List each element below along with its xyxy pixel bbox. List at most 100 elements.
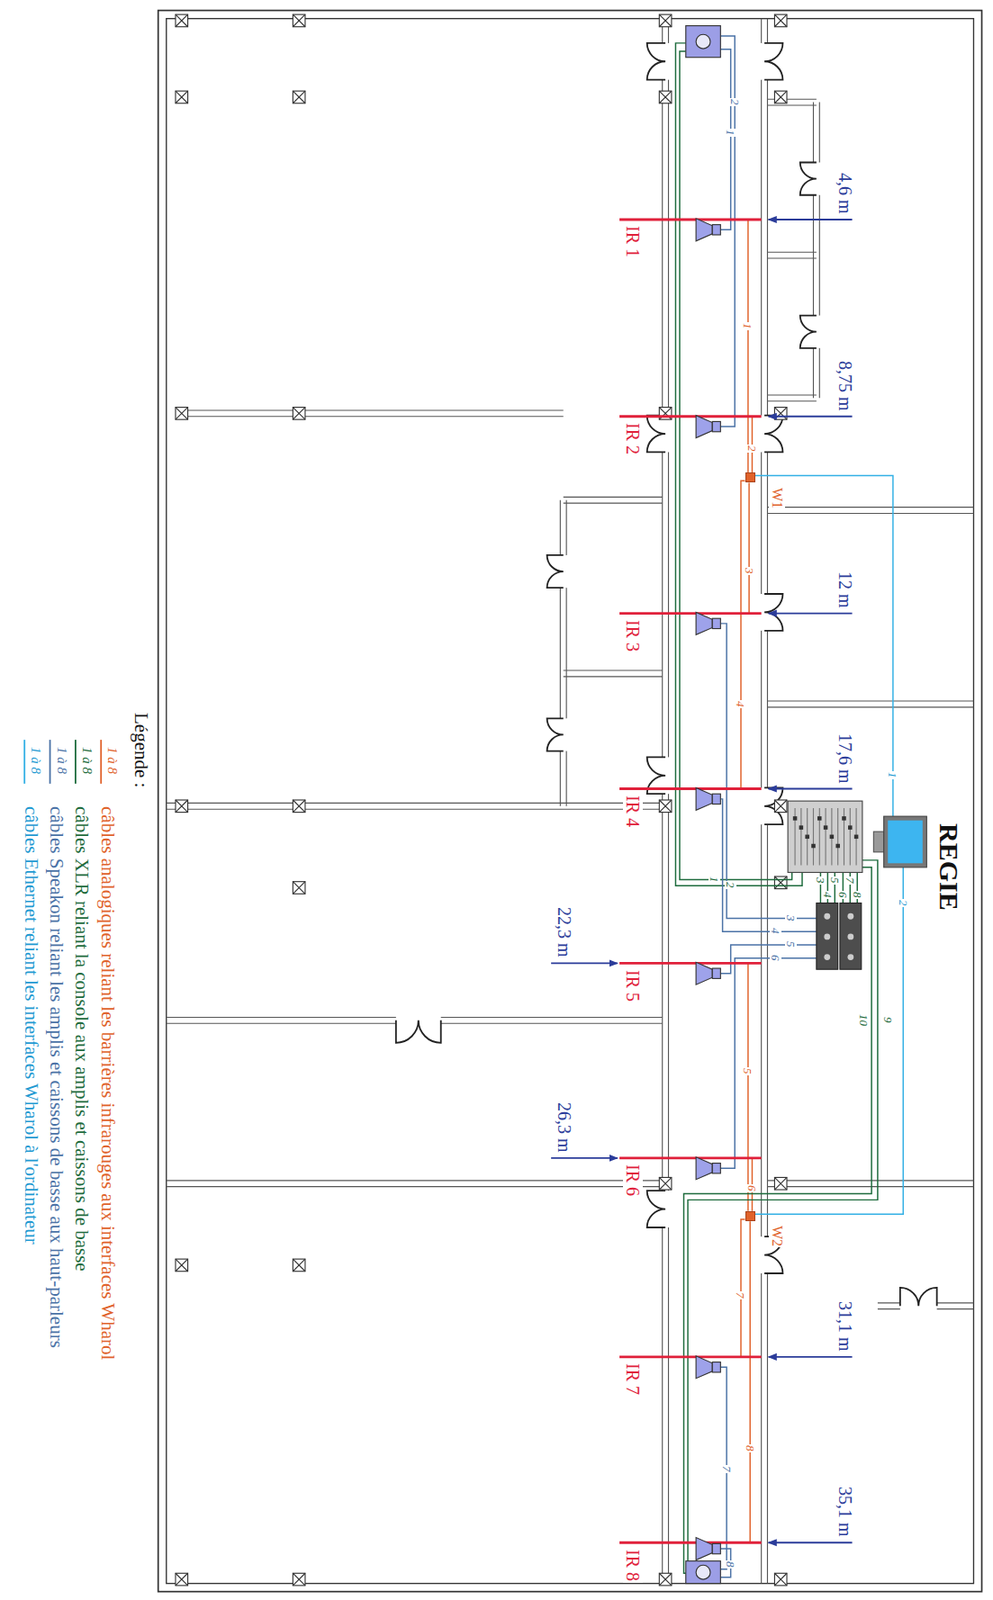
monitor-screen [887, 821, 923, 865]
pillar-cross [658, 1573, 672, 1587]
speaker-symbol [695, 962, 721, 985]
pillar [774, 1177, 787, 1191]
wall-line [166, 1186, 663, 1188]
cable [687, 860, 878, 1562]
door [800, 315, 822, 349]
cable-number: 1 [886, 771, 899, 780]
cable-number: 8 [851, 891, 864, 900]
legend-text: câbles Speakon reliant les amplis et cai… [45, 806, 67, 1349]
cable-number: 5 [829, 876, 841, 885]
door [758, 43, 783, 81]
pillar-box [774, 1573, 787, 1587]
fader-knob [835, 844, 840, 849]
distance-label: 22,3 m [554, 907, 575, 958]
pillar-box [774, 800, 787, 813]
subwoofer-cone [695, 34, 711, 49]
cable-number: 4 [821, 891, 834, 900]
cable-number: 7 [721, 1465, 733, 1474]
legend-sample-text: 1 à 8 [28, 747, 45, 775]
door-leaf [547, 718, 564, 751]
computer-stand [873, 831, 884, 853]
console-fader [837, 808, 839, 866]
pillar-cross [774, 1573, 787, 1587]
distance-arrow [768, 1542, 853, 1544]
pillar-cross [175, 14, 189, 28]
speaker-driver [712, 1164, 721, 1174]
fader-knob [817, 816, 822, 822]
door-leaf [647, 415, 666, 453]
pillar [658, 800, 672, 813]
pillar-box [774, 876, 787, 890]
pillar-cross [292, 800, 306, 813]
pillar-cross [774, 90, 787, 104]
distance-arrow [768, 1356, 853, 1359]
door-leaf [396, 1020, 442, 1044]
pillar-box [658, 800, 672, 813]
console-fader [812, 808, 814, 866]
pillar-box [175, 90, 189, 104]
console-fader [849, 808, 851, 866]
pillar-cross [774, 876, 787, 890]
ir-barrier-label: IR 4 [622, 794, 643, 830]
pillar-box [658, 1573, 672, 1587]
pillar-box [175, 14, 189, 28]
pillar [658, 90, 672, 104]
pillar-box [175, 1573, 189, 1587]
ir-barrier [619, 962, 762, 966]
wharol-interface: W2 [745, 1211, 756, 1222]
speaker-horn [695, 962, 713, 985]
wall-line [563, 669, 663, 671]
cable-number: 10 [857, 1013, 870, 1028]
ir-barrier [619, 1356, 762, 1360]
pillar [292, 1573, 306, 1587]
fader-knob [799, 825, 804, 831]
wall-line [819, 102, 821, 399]
equipment [686, 26, 928, 1585]
cable-number: 6 [769, 954, 782, 963]
fader-knob [811, 844, 816, 849]
door [758, 415, 783, 453]
wall-line [183, 409, 564, 411]
subwoofer-box [686, 1561, 722, 1585]
pillar-box [774, 1177, 787, 1191]
cable-number: 1 [708, 875, 721, 885]
distance-arrow [768, 415, 853, 418]
cable-number: 7 [844, 876, 857, 885]
pillar-cross [292, 14, 306, 28]
wall-line [767, 700, 974, 702]
speaker-symbol [695, 787, 721, 811]
pillar [658, 14, 672, 28]
distance-arrow [768, 788, 853, 791]
fader-knob [841, 816, 847, 822]
amplifier-knob [823, 934, 831, 941]
cable [720, 623, 817, 920]
ir-barrier-label: IR 2 [622, 421, 643, 457]
pillar-cross [292, 882, 306, 895]
distance-label: 26,3 m [554, 1102, 575, 1154]
distance-label: 4,6 m [835, 172, 856, 215]
pillar-cross [175, 407, 189, 421]
door [900, 1288, 938, 1312]
speaker-symbol [695, 1356, 721, 1380]
fader-knob [830, 835, 835, 840]
amplifier-knob [847, 954, 854, 961]
pillar [175, 800, 189, 813]
pillar-box [292, 407, 306, 421]
distance-label: 35,1 m [835, 1487, 856, 1538]
ir-barrier-label: IR 8 [622, 1548, 643, 1584]
cable-number: 3 [785, 914, 797, 923]
door-leaf [900, 1288, 938, 1307]
pillar [292, 407, 306, 421]
cable-number: 6 [837, 891, 849, 900]
wall-line [166, 1180, 663, 1182]
cable-number: 4 [734, 700, 747, 709]
cable [749, 1221, 750, 1544]
cable-number: 5 [741, 1067, 754, 1076]
wall-line [563, 676, 663, 678]
amplifier [839, 902, 862, 970]
pillar-cross [175, 1573, 189, 1587]
pillar [774, 90, 787, 104]
pillar-cross [175, 800, 189, 813]
fader-knob [804, 835, 810, 840]
